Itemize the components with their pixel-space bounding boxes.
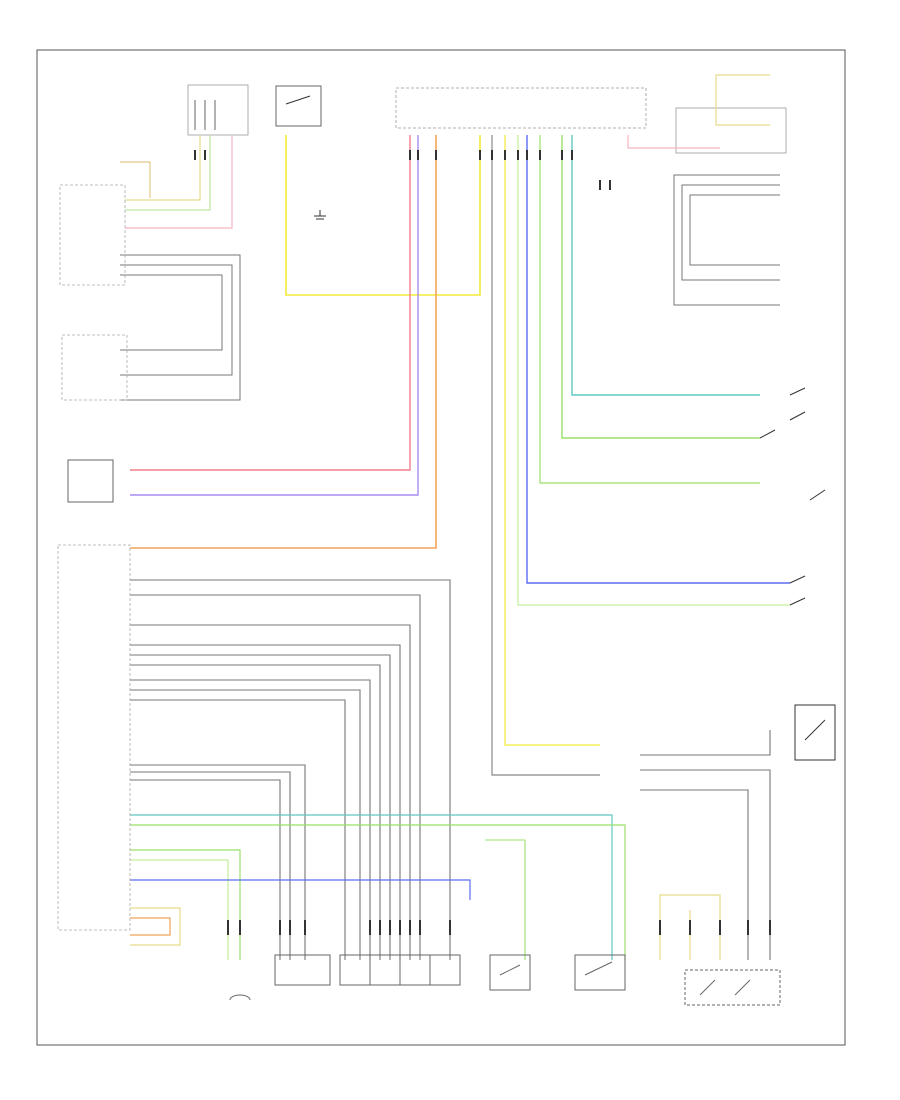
wire-gray-long bbox=[491, 135, 600, 776]
wire-teal-bottom bbox=[130, 814, 613, 960]
wire-lightgreen-right bbox=[517, 135, 790, 606]
wire-tan-bottomleft bbox=[130, 907, 181, 946]
left-gray-harness bbox=[120, 254, 241, 401]
wire-green-right-1 bbox=[561, 135, 760, 439]
wire-pink bbox=[130, 135, 411, 471]
wire-orange-bottomleft bbox=[130, 917, 171, 936]
left-lower-switch bbox=[67, 459, 114, 503]
wire-yellow-topleft bbox=[125, 135, 201, 201]
wire-green-right-2 bbox=[539, 135, 760, 484]
center-gray-bus bbox=[130, 579, 451, 960]
bottom-components bbox=[229, 954, 781, 1006]
wire-teal-right bbox=[571, 135, 760, 396]
wire-green-bottom bbox=[130, 824, 626, 960]
wire-yellow-top-loop bbox=[285, 135, 481, 296]
wire-pink-topleft bbox=[125, 135, 233, 229]
connector-stubs bbox=[194, 150, 771, 935]
diagram-frame bbox=[36, 49, 846, 1046]
wire-violet bbox=[130, 135, 419, 496]
right-switches bbox=[759, 387, 836, 761]
bottom-right-harness bbox=[640, 730, 771, 960]
wire-blue-right bbox=[526, 135, 790, 584]
wire-green-mid-switch bbox=[485, 839, 526, 960]
wire-tan-lamp bbox=[120, 161, 151, 198]
wire-green-bottom-2 bbox=[130, 849, 241, 960]
wire-blue-bottom bbox=[130, 879, 471, 900]
ground-symbol bbox=[314, 210, 326, 220]
wire-pink-topright bbox=[627, 135, 720, 149]
left-upper-unit bbox=[59, 184, 126, 286]
wire-orange bbox=[130, 135, 437, 549]
right-gray-harness bbox=[673, 174, 780, 306]
left-relay-switch bbox=[61, 334, 128, 401]
top-right-module bbox=[675, 107, 787, 154]
top-left-module bbox=[187, 84, 249, 136]
wire-green-topleft bbox=[125, 135, 211, 211]
top-center-control-unit bbox=[395, 87, 647, 129]
left-control-unit bbox=[57, 544, 131, 931]
top-relay-switch bbox=[275, 85, 322, 127]
wire-tan-topright bbox=[715, 74, 770, 126]
wire-yellow-long bbox=[504, 135, 600, 746]
